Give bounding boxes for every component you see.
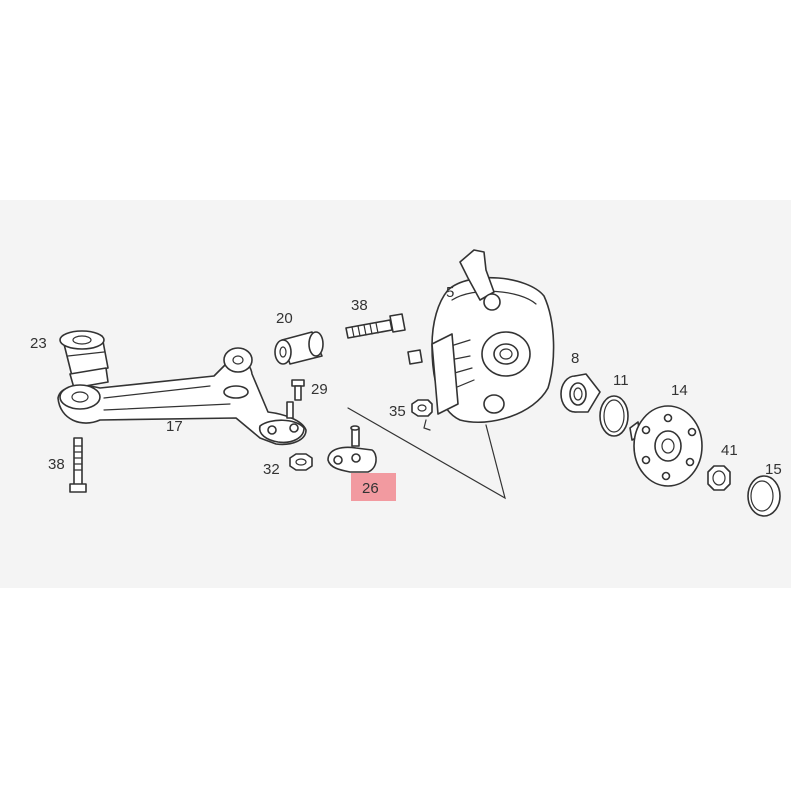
part-11-retaining-ring[interactable] [599, 395, 629, 437]
part-35-nut[interactable] [411, 399, 433, 431]
callout-8: 8 [571, 350, 579, 367]
part-5-steering-knuckle[interactable] [407, 249, 555, 424]
part-15-grease-cap[interactable] [747, 475, 781, 517]
part-20-bushing-sleeve[interactable] [274, 331, 324, 365]
part-17-control-arm[interactable] [57, 347, 307, 446]
part-41-axle-nut[interactable] [707, 465, 731, 491]
callout-29: 29 [311, 381, 328, 398]
callout-35: 35 [389, 403, 406, 420]
callout-38-top: 38 [351, 297, 368, 314]
part-8-wheel-bearing[interactable] [560, 373, 601, 413]
callout-11: 11 [613, 372, 629, 389]
callout-20: 20 [276, 310, 293, 327]
arm-ball-stud [286, 401, 294, 419]
callout-38-left: 38 [48, 456, 65, 473]
part-26-ball-joint[interactable] [327, 425, 377, 473]
part-23-bushing[interactable] [59, 330, 109, 389]
callout-15: 15 [765, 461, 782, 478]
callout-26: 26 [362, 480, 379, 497]
callout-17: 17 [166, 418, 183, 435]
callout-32: 32 [263, 461, 280, 478]
leader-lines [347, 407, 506, 500]
part-38-bolt-horizontal[interactable] [345, 313, 406, 339]
callout-5: 5 [446, 284, 454, 301]
part-29-bolt[interactable] [291, 379, 305, 401]
part-32-nut[interactable] [289, 453, 313, 471]
part-38-bolt-vertical[interactable] [69, 437, 87, 493]
callout-26-highlight [351, 473, 396, 501]
part-14-wheel-hub[interactable] [629, 405, 703, 487]
callout-14: 14 [671, 382, 688, 399]
callout-41: 41 [721, 442, 738, 459]
callout-23: 23 [30, 335, 47, 352]
